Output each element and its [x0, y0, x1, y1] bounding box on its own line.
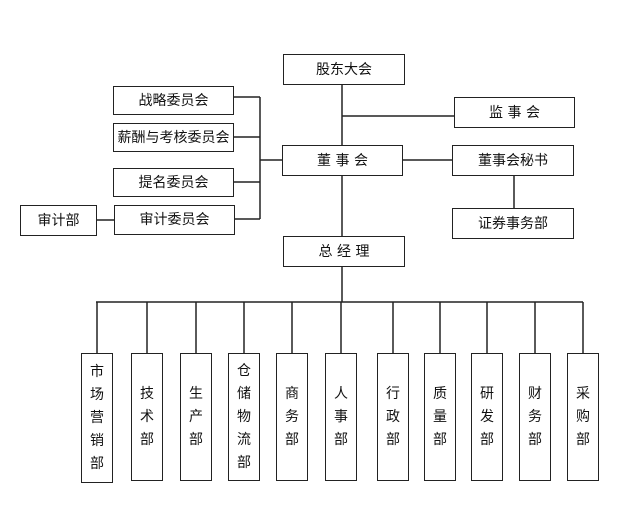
supervisory-board-box: 监 事 会	[454, 97, 575, 128]
compensation-committee-box: 薪酬与考核委员会	[113, 123, 234, 152]
department-label-char: 技	[140, 385, 154, 402]
department-label-char: 采	[576, 385, 590, 402]
general-manager-box: 总 经 理	[283, 236, 405, 267]
department-label-char: 部	[433, 431, 447, 448]
department-box: 财务部	[519, 353, 551, 481]
department-box: 生产部	[180, 353, 212, 481]
department-label-char: 营	[90, 409, 104, 426]
department-label-char: 事	[334, 408, 348, 425]
department-label-char: 术	[140, 408, 154, 425]
department-box: 仓储物流部	[228, 353, 260, 481]
board-of-directors-box: 董 事 会	[282, 145, 403, 176]
department-box: 人事部	[325, 353, 357, 481]
department-label-char: 质	[433, 385, 447, 402]
department-box: 质量部	[424, 353, 456, 481]
department-label-char: 流	[237, 431, 251, 448]
audit-department-label: 审计部	[37, 212, 80, 229]
board-of-directors-label: 董 事 会	[317, 152, 368, 169]
department-label-char: 部	[189, 431, 203, 448]
securities-affairs-label: 证券事务部	[478, 215, 548, 232]
department-label-char: 市	[90, 363, 104, 380]
supervisory-board-label: 监 事 会	[489, 104, 540, 121]
general-manager-label: 总 经 理	[318, 243, 370, 260]
department-label-char: 财	[528, 385, 542, 402]
department-label-char: 政	[386, 408, 400, 425]
department-box: 商务部	[276, 353, 308, 481]
department-label-char: 部	[285, 431, 299, 448]
department-label-char: 部	[237, 454, 251, 471]
department-label-char: 场	[90, 386, 104, 403]
department-label-char: 部	[334, 431, 348, 448]
shareholders-meeting-label: 股东大会	[316, 61, 372, 78]
department-label-char: 行	[386, 385, 400, 402]
audit-committee-label: 审计委员会	[139, 212, 210, 228]
securities-affairs-box: 证券事务部	[452, 208, 574, 239]
department-label-char: 储	[237, 385, 251, 402]
board-secretary-box: 董事会秘书	[452, 145, 574, 176]
department-label-char: 务	[285, 408, 299, 425]
board-secretary-label: 董事会秘书	[478, 152, 548, 169]
department-label-char: 部	[480, 431, 494, 448]
department-label-char: 研	[480, 385, 494, 402]
department-label-char: 部	[386, 431, 400, 448]
department-label-char: 务	[528, 408, 542, 425]
department-label-char: 部	[576, 431, 590, 448]
department-label-char: 商	[285, 385, 299, 402]
department-label-char: 部	[528, 431, 542, 448]
department-box: 行政部	[377, 353, 409, 481]
department-label-char: 量	[433, 408, 447, 425]
department-label-char: 产	[189, 408, 203, 425]
department-label-char: 物	[237, 408, 251, 425]
department-label-char: 仓	[237, 362, 251, 379]
strategy-committee-label: 战略委员会	[138, 92, 209, 109]
department-label-char: 人	[334, 385, 348, 402]
department-label-char: 购	[576, 408, 590, 425]
department-box: 采购部	[567, 353, 599, 481]
department-label-char: 发	[480, 408, 494, 425]
department-box: 研发部	[471, 353, 503, 481]
compensation-committee-label: 薪酬与考核委员会	[117, 129, 230, 146]
department-label-char: 部	[90, 455, 104, 472]
department-label-char: 销	[90, 432, 104, 449]
nomination-committee-box: 提名委员会	[113, 168, 234, 197]
department-label-char: 部	[140, 431, 154, 448]
department-box: 市场营销部	[81, 353, 113, 483]
department-label-char: 生	[189, 385, 203, 402]
nomination-committee-label: 提名委员会	[138, 174, 209, 191]
strategy-committee-box: 战略委员会	[113, 86, 234, 115]
audit-committee-box: 审计委员会	[114, 205, 235, 235]
shareholders-meeting-box: 股东大会	[283, 54, 405, 85]
audit-department-box: 审计部	[20, 205, 97, 236]
department-box: 技术部	[131, 353, 163, 481]
